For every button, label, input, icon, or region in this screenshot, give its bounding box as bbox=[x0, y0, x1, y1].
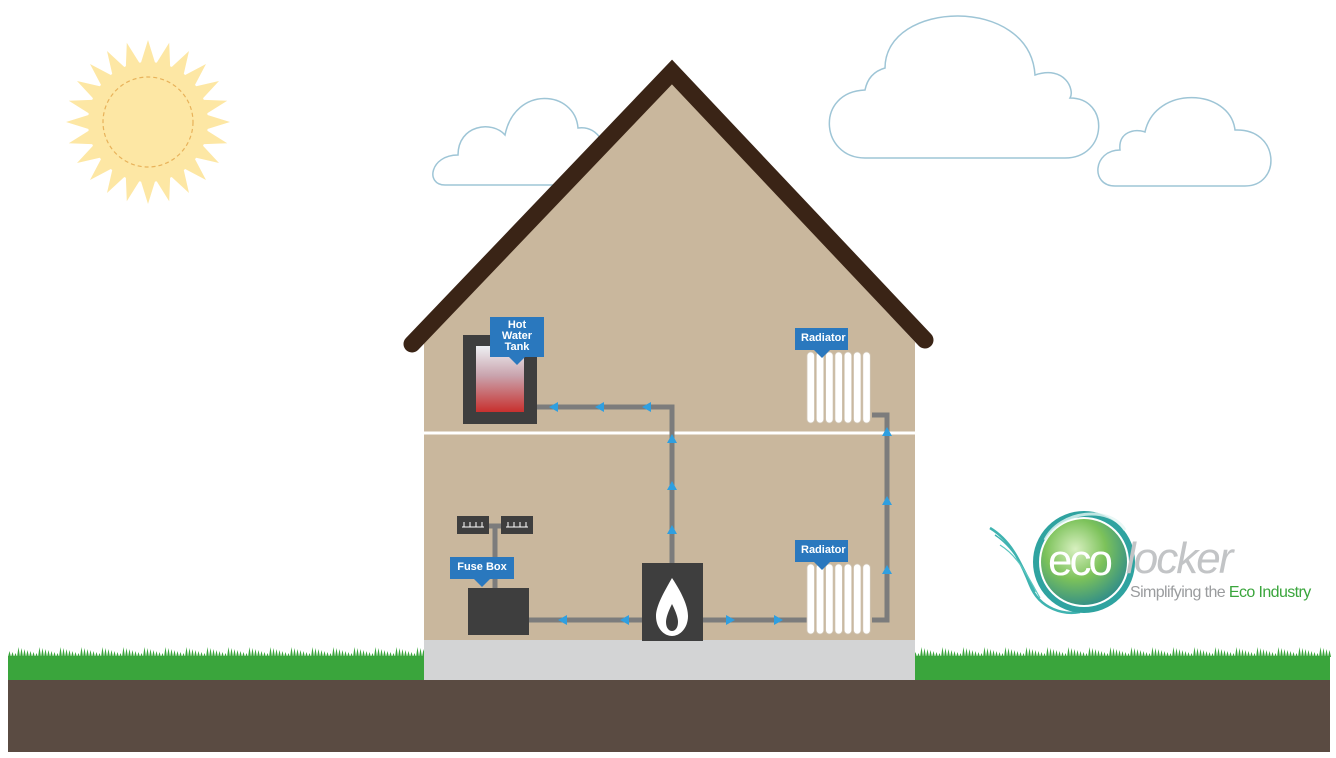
radiator-icon bbox=[806, 351, 871, 424]
switch-icon bbox=[457, 516, 489, 534]
radiator-fin bbox=[853, 563, 862, 635]
flame-icon bbox=[656, 578, 688, 636]
label-line: Tank bbox=[504, 341, 530, 353]
switch-icon bbox=[501, 516, 533, 534]
hot-water-tank-label: Hot Water Tank bbox=[490, 317, 544, 365]
roof bbox=[403, 59, 934, 353]
radiator-fin bbox=[825, 351, 834, 424]
radiator-lower-label: Radiator bbox=[795, 540, 848, 570]
label-line: Water bbox=[501, 330, 533, 342]
radiator-icon bbox=[806, 563, 871, 635]
radiator-fin bbox=[862, 563, 871, 635]
soil bbox=[8, 678, 1330, 752]
radiator-upper-label: Radiator bbox=[795, 328, 848, 358]
radiator-fin bbox=[834, 351, 843, 424]
sun-icon bbox=[66, 40, 230, 204]
radiator-fin bbox=[806, 351, 815, 424]
radiator-fin bbox=[862, 351, 871, 424]
fuse-box-label: Fuse Box bbox=[450, 557, 514, 587]
radiator-fin bbox=[834, 563, 843, 635]
fuse-box-icon bbox=[468, 588, 529, 635]
radiator-fin bbox=[815, 563, 825, 635]
tagline-accent: Eco Industry bbox=[1228, 584, 1311, 601]
foundation bbox=[424, 640, 915, 680]
label-line: Hot bbox=[507, 319, 527, 331]
logo-locker-text: locker bbox=[1126, 534, 1233, 583]
boiler bbox=[642, 563, 703, 641]
radiator-fin bbox=[825, 563, 834, 635]
cloud-icon bbox=[1097, 97, 1272, 187]
radiator-fin bbox=[806, 563, 815, 635]
radiator-fin bbox=[853, 351, 862, 424]
radiator-fin bbox=[843, 351, 853, 424]
tagline-prefix: Simplifying the bbox=[1130, 584, 1229, 601]
logo-tagline: Simplifying the Eco Industry bbox=[1130, 584, 1311, 602]
ecolocker-logo bbox=[989, 511, 1135, 614]
flow-arrows bbox=[549, 402, 892, 625]
radiator-fin bbox=[815, 351, 825, 424]
cloud-icon bbox=[828, 15, 1100, 159]
logo-eco-text: eco bbox=[1048, 536, 1113, 585]
radiator-fin bbox=[843, 563, 853, 635]
house-wall bbox=[424, 82, 915, 640]
